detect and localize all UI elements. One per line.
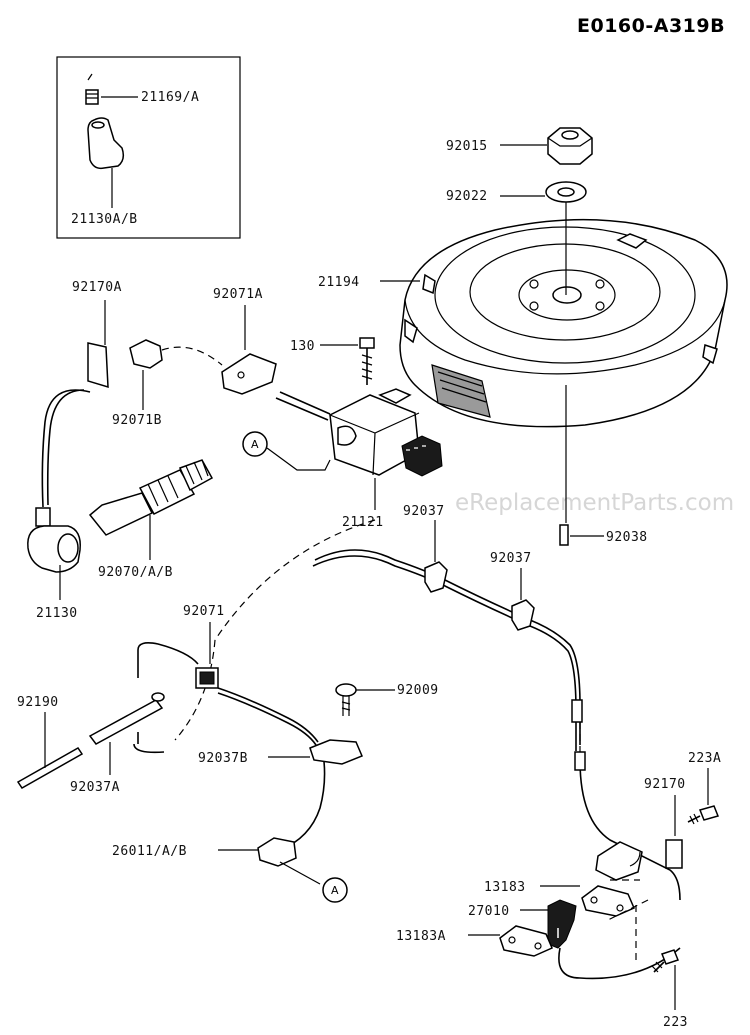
boot-92071B-part <box>129 339 163 369</box>
label-223[interactable]: 223 <box>663 1015 688 1030</box>
clip-92037B-part <box>309 739 363 765</box>
label-21121[interactable]: 21121 <box>342 515 384 530</box>
coil-lead-wire <box>279 391 331 415</box>
rod-92190-part <box>16 747 84 789</box>
label-21169A[interactable]: 21169/A <box>141 90 199 105</box>
label-13183A[interactable]: 13183A <box>396 929 446 944</box>
watermark: eReplacementParts.com <box>455 490 734 516</box>
label-92170A[interactable]: 92170A <box>72 280 122 295</box>
label-92022[interactable]: 92022 <box>446 189 488 204</box>
dash-harness-left <box>174 639 216 741</box>
bracket-plate-part <box>595 841 643 881</box>
label-21194[interactable]: 21194 <box>318 275 360 290</box>
callout-a-upper <box>242 431 268 457</box>
diagram-code: E0160-A319B <box>577 15 725 37</box>
bolt-92009-part <box>335 683 357 716</box>
label-92037-lower[interactable]: 92037 <box>490 551 532 566</box>
flywheel-part <box>399 218 728 428</box>
label-92190[interactable]: 92190 <box>17 695 59 710</box>
label-27010[interactable]: 27010 <box>468 904 510 919</box>
harness-connector-upper <box>571 699 583 723</box>
bracket-92071A-part <box>221 353 277 395</box>
connector-26011-part <box>257 837 297 867</box>
clip-92037A-part <box>88 699 164 745</box>
label-92038[interactable]: 92038 <box>606 530 648 545</box>
callout-a-lower <box>322 877 348 903</box>
label-92037A[interactable]: 92037A <box>70 780 120 795</box>
label-92037-upper[interactable]: 92037 <box>403 504 445 519</box>
plate-13183A-part <box>499 925 553 957</box>
plug-cap-21130-part <box>27 507 81 573</box>
clip-92037-upper-part <box>424 561 448 593</box>
washer-part <box>545 181 587 203</box>
inset-box <box>56 56 241 239</box>
label-92071A[interactable]: 92071A <box>213 287 263 302</box>
dash-bracket-lines <box>610 879 640 965</box>
screw-223A-part <box>687 805 720 825</box>
left-wire-down <box>279 747 326 851</box>
callout-a-lower-leader <box>279 861 321 885</box>
label-92071B[interactable]: 92071B <box>112 413 162 428</box>
spark-plug-part <box>88 459 214 536</box>
dash-harness-upper <box>214 519 376 641</box>
label-223A[interactable]: 223A <box>688 751 721 766</box>
label-130[interactable]: 130 <box>290 339 315 354</box>
callout-a-lower-text: A <box>331 884 339 897</box>
bolt-130-part <box>359 337 375 385</box>
label-26011AB[interactable]: 26011/A/B <box>112 844 187 859</box>
switch-wire <box>558 947 681 980</box>
ignition-coil-part <box>329 388 443 477</box>
label-92015[interactable]: 92015 <box>446 139 488 154</box>
label-92071[interactable]: 92071 <box>183 604 225 619</box>
switch-27010-part <box>547 899 577 949</box>
plug-wire <box>41 389 91 508</box>
left-wire-top <box>137 642 199 665</box>
label-92009[interactable]: 92009 <box>397 683 439 698</box>
dash-boot-to-92071A <box>161 346 223 366</box>
label-92037B[interactable]: 92037B <box>198 751 248 766</box>
label-92170[interactable]: 92170 <box>644 777 686 792</box>
nut-part <box>547 127 593 165</box>
callout-a-upper-text: A <box>251 438 259 451</box>
clip-92170-part <box>665 839 683 869</box>
label-92070AB[interactable]: 92070/A/B <box>98 565 173 580</box>
label-13183[interactable]: 13183 <box>484 880 526 895</box>
label-21130AB[interactable]: 21130A/B <box>71 212 138 227</box>
spark-plug-cap-part <box>85 73 125 170</box>
harness-connector-lower <box>574 751 586 771</box>
clip-92170A-part <box>87 342 109 389</box>
screw-223-part <box>651 949 679 973</box>
harness-main-wire <box>314 549 581 745</box>
label-21130[interactable]: 21130 <box>36 606 78 621</box>
left-wire-main <box>217 687 319 743</box>
callout-a-upper-leader <box>266 447 331 471</box>
key-part <box>559 524 569 546</box>
plate-13183-part <box>581 885 635 917</box>
clip-92037-lower-part <box>511 599 535 631</box>
